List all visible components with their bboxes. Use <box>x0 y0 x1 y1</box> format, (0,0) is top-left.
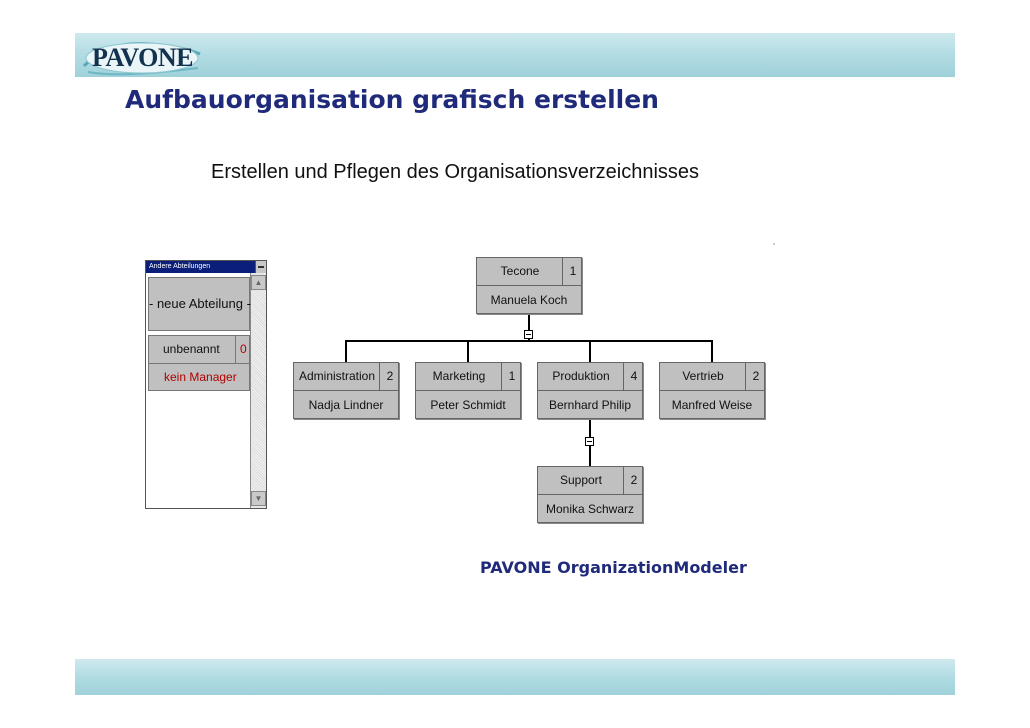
node-count: 1 <box>569 264 577 278</box>
node-manager: Peter Schmidt <box>430 398 506 412</box>
collapse-root-icon[interactable] <box>524 330 533 339</box>
page-subtitle: Erstellen und Pflegen des Organisationsv… <box>211 161 700 183</box>
collapse-produktion-icon[interactable] <box>585 437 594 446</box>
node-manager: Manuela Koch <box>490 293 568 307</box>
org-node-support[interactable]: Support 2 Monika Schwarz <box>537 466 643 523</box>
node-name: Tecone <box>500 264 540 278</box>
panel-menu-button[interactable] <box>255 261 266 273</box>
pavone-logo <box>82 41 201 76</box>
footer-band <box>75 659 955 695</box>
node-manager: Bernhard Philip <box>548 398 632 412</box>
node-manager: Manfred Weise <box>671 398 753 412</box>
node-name: Marketing <box>432 369 486 383</box>
node-manager: Nadja Lindner <box>308 398 384 412</box>
page-title: Aufbauorganisation grafisch erstellen <box>125 85 659 114</box>
node-name: Support <box>559 473 603 487</box>
panel-titlebar: Andere Abteilungen <box>146 261 256 273</box>
connector-vertrieb <box>711 340 713 362</box>
node-count: 2 <box>386 369 394 383</box>
node-count: 4 <box>630 369 638 383</box>
unnamed-department-count: 0 <box>240 342 247 356</box>
unnamed-department-node[interactable]: unbenannt 0 kein Manager <box>148 335 250 391</box>
minus-icon <box>258 266 264 268</box>
node-manager: Monika Schwarz <box>545 502 635 516</box>
product-caption: PAVONE OrganizationModeler <box>480 558 747 577</box>
node-name: Produktion <box>552 369 610 383</box>
unnamed-department-manager: kein Manager <box>164 370 237 384</box>
scroll-down-arrow-icon[interactable]: ▼ <box>251 491 266 506</box>
header-band <box>75 33 955 77</box>
node-count: 1 <box>508 369 516 383</box>
panel-scrollbar[interactable]: ▲ ▼ <box>250 273 266 508</box>
scroll-up-arrow-icon[interactable]: ▲ <box>251 275 266 290</box>
other-departments-panel: Andere Abteilungen ▲ ▼ - neue Abteilung … <box>145 260 267 509</box>
org-node-vertrieb[interactable]: Vertrieb 2 Manfred Weise <box>659 362 765 419</box>
unnamed-department-name: unbenannt <box>163 342 220 356</box>
node-count: 2 <box>630 473 638 487</box>
new-department-button[interactable]: - neue Abteilung - <box>148 277 251 331</box>
node-name: Administration <box>299 369 376 383</box>
connector-administration <box>345 340 347 362</box>
org-node-administration[interactable]: Administration 2 Nadja Lindner <box>293 362 399 419</box>
org-node-root[interactable]: Tecone 1 Manuela Koch <box>476 257 582 314</box>
node-count: 2 <box>752 369 760 383</box>
connector-marketing <box>467 340 469 362</box>
connector-horizontal <box>345 340 713 342</box>
connector-root <box>528 313 530 341</box>
logo-text: PAVONE <box>92 43 193 72</box>
connector-produktion <box>589 340 591 362</box>
org-node-produktion[interactable]: Produktion 4 Bernhard Philip <box>537 362 643 419</box>
org-node-marketing[interactable]: Marketing 1 Peter Schmidt <box>415 362 521 419</box>
node-name: Vertrieb <box>682 369 724 383</box>
